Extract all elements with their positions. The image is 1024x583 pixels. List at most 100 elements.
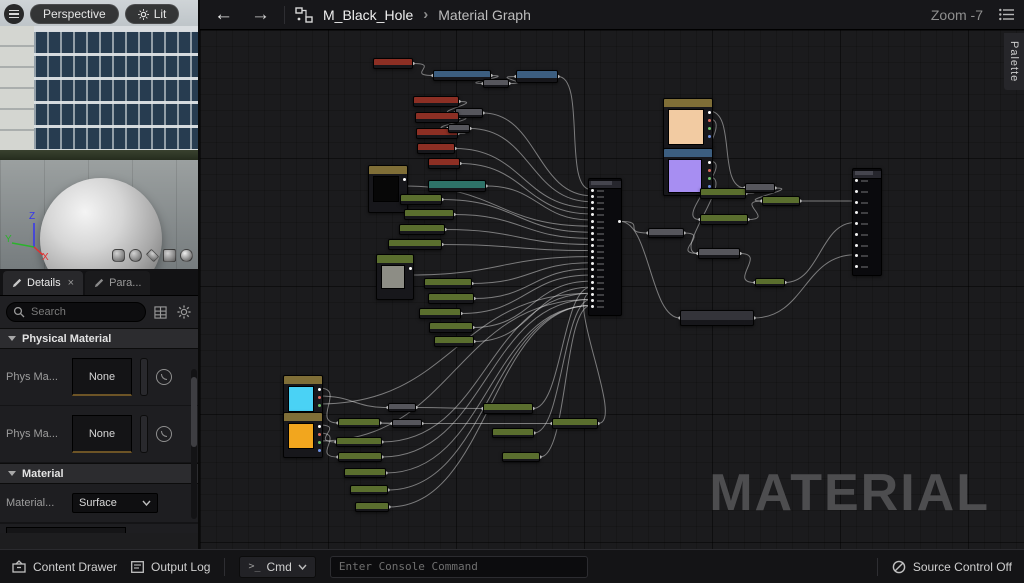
phys-material-asset-picker[interactable]: None xyxy=(72,415,132,453)
section-material[interactable]: Material xyxy=(0,463,198,484)
material-graph-icon[interactable] xyxy=(295,7,313,23)
viewport-photo-building xyxy=(34,26,198,152)
graph-node-gn2[interactable] xyxy=(700,214,748,225)
output-log-button[interactable]: Output Log xyxy=(131,560,210,574)
perspective-label: Perspective xyxy=(43,7,106,21)
preview-shape-sphere[interactable] xyxy=(129,249,142,262)
graph-node-t1[interactable] xyxy=(368,165,408,213)
breadcrumb-graph-name[interactable]: Material Graph xyxy=(438,7,531,23)
graph-node-r3[interactable] xyxy=(415,112,459,123)
console-command-input[interactable] xyxy=(330,556,588,578)
graph-node-r6[interactable] xyxy=(428,158,460,169)
section-title: Material xyxy=(22,468,64,480)
material-graph-canvas[interactable]: MATERIAL xyxy=(200,30,1024,549)
lit-label: Lit xyxy=(154,7,167,21)
graph-node-gr8[interactable] xyxy=(429,322,473,333)
property-label: Phys Ma... xyxy=(6,428,64,440)
graph-node-gr7[interactable] xyxy=(419,308,461,319)
cmd-dropdown[interactable]: >_ Cmd xyxy=(239,556,315,578)
use-selected-asset-icon[interactable] xyxy=(156,369,172,385)
perspective-button[interactable]: Perspective xyxy=(30,4,119,24)
palette-tab[interactable]: Palette xyxy=(1004,33,1024,90)
source-control-button[interactable]: Source Control Off xyxy=(892,560,1012,574)
graph-node-gr9[interactable] xyxy=(434,336,474,347)
graph-node-gy5[interactable] xyxy=(388,403,416,412)
tab-details[interactable]: Details × xyxy=(3,271,83,295)
breadcrumb-asset-name[interactable]: M_Black_Hole xyxy=(323,7,413,23)
view-options-icon[interactable] xyxy=(152,304,169,321)
close-icon[interactable]: × xyxy=(68,277,74,289)
asset-drag-handle[interactable] xyxy=(140,415,148,453)
graph-node-t6[interactable] xyxy=(283,412,323,458)
search-icon xyxy=(13,306,25,318)
preview-shape-cylinder[interactable] xyxy=(112,249,125,262)
graph-node-gr6[interactable] xyxy=(428,293,474,304)
tab-parameters[interactable]: Para... xyxy=(85,271,150,295)
graph-node-gr3[interactable] xyxy=(399,224,445,235)
graph-node-gn3[interactable] xyxy=(755,278,785,287)
node-layer xyxy=(200,30,1024,549)
use-selected-asset-icon[interactable] xyxy=(156,426,172,442)
pencil-icon xyxy=(94,278,104,288)
svg-text:Z: Z xyxy=(29,211,35,222)
graph-node-gn7[interactable] xyxy=(344,468,386,478)
phys-material-asset-picker[interactable]: None xyxy=(72,358,132,396)
graph-node-gn5[interactable] xyxy=(336,437,382,447)
viewport-menu-icon[interactable] xyxy=(4,4,24,24)
graph-node-m1[interactable] xyxy=(588,178,622,316)
graph-node-gn11[interactable] xyxy=(552,418,598,429)
output-log-label: Output Log xyxy=(151,560,210,574)
back-button[interactable]: ← xyxy=(210,5,237,24)
graph-node-gn12[interactable] xyxy=(492,428,534,438)
graph-node-r5[interactable] xyxy=(417,143,455,154)
graph-node-gn1[interactable] xyxy=(700,188,746,199)
graph-node-gy4[interactable] xyxy=(698,248,740,259)
graph-node-gr4[interactable] xyxy=(388,239,442,250)
property-label: Phys Ma... xyxy=(6,371,64,383)
graph-node-gn6[interactable] xyxy=(338,452,382,462)
search-input[interactable] xyxy=(6,302,146,322)
preview-shape-plane[interactable] xyxy=(146,249,159,262)
source-control-label: Source Control Off xyxy=(913,560,1012,574)
gear-icon[interactable] xyxy=(175,304,192,321)
graph-node-gy1[interactable] xyxy=(745,183,775,193)
graph-node-r2[interactable] xyxy=(413,96,459,107)
graph-node-g1[interactable] xyxy=(483,79,509,88)
graph-node-m2[interactable] xyxy=(852,168,882,276)
graph-node-r1[interactable] xyxy=(373,58,413,69)
graph-node-gr5[interactable] xyxy=(424,278,472,289)
graph-node-tl1[interactable] xyxy=(428,180,486,192)
graph-node-g2[interactable] xyxy=(455,108,483,118)
prompt-icon: >_ xyxy=(248,561,260,572)
preview-shape-material-ball[interactable] xyxy=(180,249,193,262)
scrollbar-thumb[interactable] xyxy=(191,377,197,447)
preview-shape-toolbar xyxy=(112,249,193,262)
asset-drag-handle[interactable] xyxy=(140,358,148,396)
section-physical-material[interactable]: Physical Material xyxy=(0,328,198,349)
graph-node-gn13[interactable] xyxy=(502,452,540,462)
graph-node-gn10[interactable] xyxy=(483,403,533,414)
graph-node-gn4[interactable] xyxy=(338,418,380,428)
separator xyxy=(284,6,285,24)
graph-node-gr1[interactable] xyxy=(400,194,442,205)
graph-node-gr2[interactable] xyxy=(404,209,454,220)
preview-shape-cube[interactable] xyxy=(163,249,176,262)
clipped-property-row xyxy=(0,523,198,533)
graph-node-b2[interactable] xyxy=(516,70,558,83)
graph-node-gn9[interactable] xyxy=(355,502,389,512)
panel-options-icon[interactable] xyxy=(999,8,1014,21)
svg-text:Y: Y xyxy=(5,234,12,245)
content-drawer-button[interactable]: Content Drawer xyxy=(12,560,117,574)
lit-button[interactable]: Lit xyxy=(125,4,180,24)
graph-node-g3[interactable] xyxy=(448,124,470,133)
tab-parameters-label: Para... xyxy=(109,277,141,289)
graph-node-gy6[interactable] xyxy=(392,419,422,428)
material-domain-select[interactable]: Surface xyxy=(72,493,158,513)
graph-node-gy2[interactable] xyxy=(762,196,800,206)
graph-node-w1[interactable] xyxy=(680,310,754,326)
forward-button[interactable]: → xyxy=(247,5,274,24)
graph-node-t2[interactable] xyxy=(376,254,414,300)
graph-node-gy3[interactable] xyxy=(648,228,684,238)
graph-node-t3[interactable] xyxy=(663,98,713,150)
graph-node-gn8[interactable] xyxy=(350,485,388,495)
